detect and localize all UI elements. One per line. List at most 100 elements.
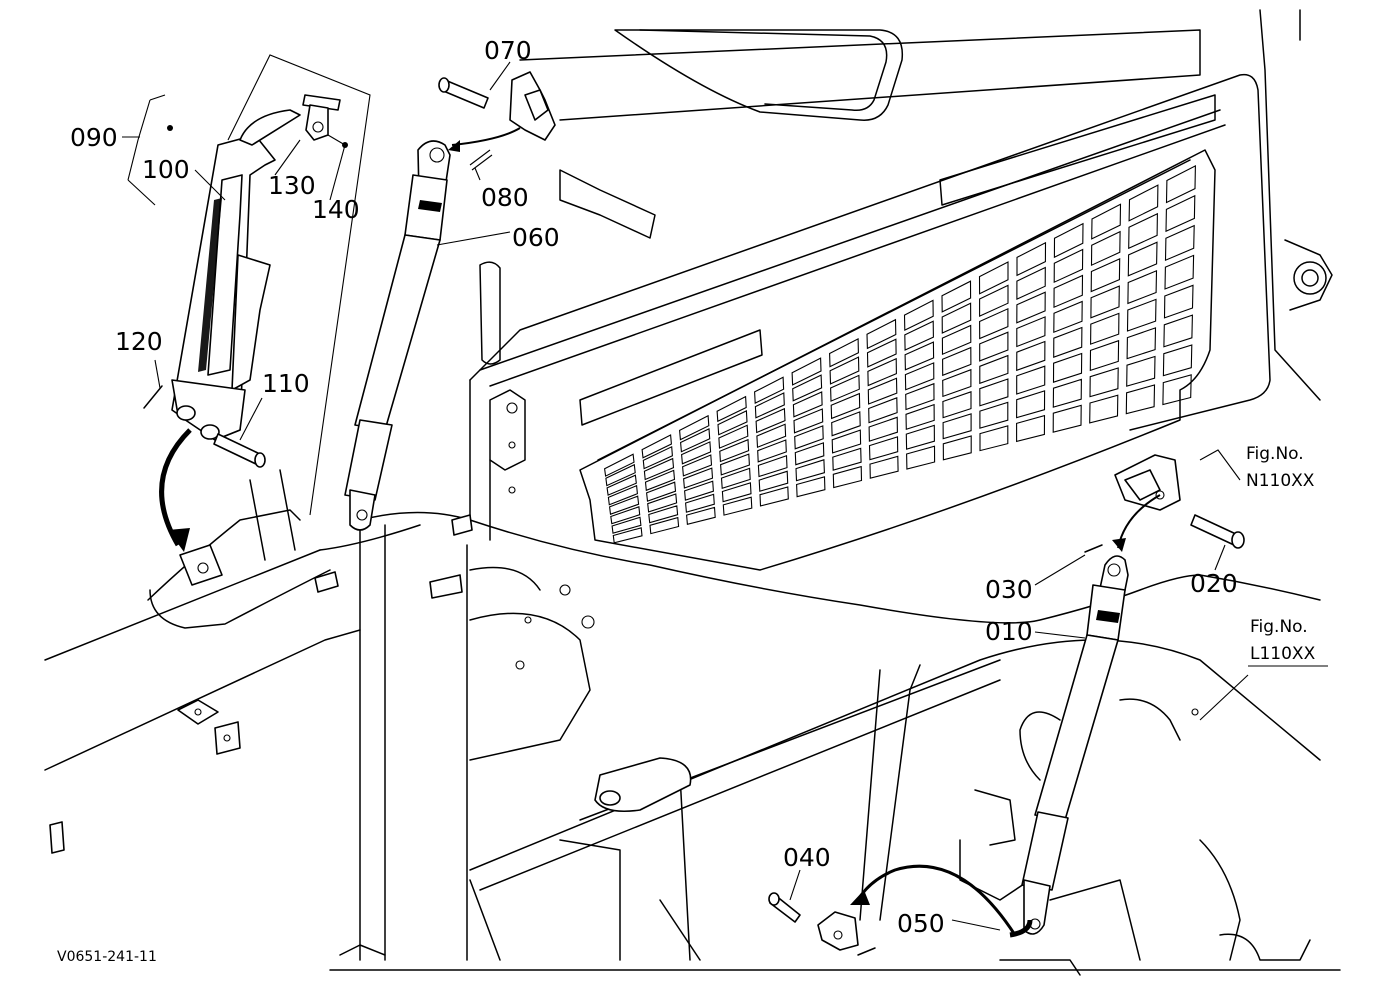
grille-cell [1016, 390, 1046, 419]
grille-cell [647, 493, 678, 513]
grille-cell [610, 506, 641, 525]
grille-cell [1126, 327, 1157, 360]
lower-frame [44, 469, 1341, 976]
grille-cell [831, 429, 862, 454]
grille-cell [1053, 326, 1083, 358]
grille-cell [1128, 212, 1158, 250]
grille-cell [942, 413, 972, 440]
rear-grille [579, 149, 1216, 571]
label-110: 110 [262, 369, 310, 398]
grille-cell [1052, 352, 1083, 383]
grille-cell [686, 506, 716, 525]
grille-cell [867, 377, 898, 405]
leader-lines [122, 61, 1249, 931]
drawing-code: V0651-241-11 [57, 949, 157, 965]
grille-cell [942, 368, 972, 398]
grille-cell [757, 454, 788, 478]
grille-cell [942, 435, 972, 461]
grille-cell [720, 467, 751, 490]
lower-lug-040 [817, 911, 876, 956]
grille-cell [1053, 248, 1084, 284]
grille-cell [868, 436, 899, 461]
grille-cell [1052, 404, 1082, 433]
grille-cell [793, 408, 824, 434]
grille-cell [759, 486, 789, 507]
gas-spring-060 [344, 140, 451, 531]
grille-cell [979, 425, 1009, 452]
grille-cell [683, 467, 714, 489]
grille-cell [604, 453, 635, 477]
grille-cell [679, 414, 710, 441]
grille-cell [643, 457, 675, 481]
grille-cell [1162, 344, 1193, 377]
grille-cell [1090, 258, 1121, 293]
grille-cell [1165, 164, 1196, 204]
fig-ref-l110-number: L110XX [1250, 644, 1316, 664]
pin-110 [213, 433, 266, 468]
label-040: 040 [783, 843, 831, 872]
label-120: 120 [115, 327, 163, 356]
grille-cell [1127, 269, 1158, 305]
fig-ref-l110-title: Fig.No. [1250, 617, 1308, 637]
grille-cell [796, 476, 826, 498]
figure-ref-l110: Fig.No. L110XX [1248, 617, 1328, 667]
grille-cell [906, 445, 936, 470]
grille-cell [1091, 203, 1122, 240]
pin-020 [1190, 514, 1245, 549]
label-070: 070 [484, 36, 532, 65]
grille-cell [720, 453, 750, 476]
grille-cell [866, 318, 897, 350]
part-labels: 090 100 130 140 120 110 070 080 060 020 … [70, 36, 1238, 938]
grille-cell [791, 357, 822, 386]
grille-cell [832, 447, 862, 471]
fig-ref-n110-title: Fig.No. [1246, 444, 1304, 464]
grille-cell [722, 496, 753, 516]
grille-cell [1016, 340, 1046, 372]
grille-cell [905, 424, 935, 450]
grille-cell [606, 474, 637, 496]
grille-cell [756, 423, 787, 448]
grille-cell [1089, 339, 1120, 372]
grille-cell [904, 362, 935, 391]
label-010: 010 [985, 617, 1033, 646]
label-090: 090 [70, 123, 118, 152]
grille-cell [754, 376, 785, 404]
grille-cell [794, 442, 825, 466]
grille-cell [1127, 241, 1158, 277]
grille-cell [867, 357, 897, 387]
grille-cell [609, 495, 640, 515]
grille-cell [681, 441, 712, 465]
grille-cell [1126, 298, 1157, 332]
grille-cell [792, 374, 823, 402]
grille-cell [941, 302, 972, 334]
grille-cell [682, 454, 713, 477]
label-130: 130 [268, 171, 316, 200]
grille-cell [717, 410, 748, 436]
grille-cell [1163, 284, 1194, 319]
grille-cell [942, 391, 972, 419]
grille-cell [641, 434, 672, 459]
grille-cell [869, 455, 899, 479]
grille-cell [1052, 378, 1082, 408]
label-080: 080 [481, 183, 529, 212]
hinge-bracket-070 [438, 71, 556, 171]
grille-cell [1053, 222, 1084, 259]
grille-cell [755, 407, 786, 434]
grille-cell [832, 465, 863, 489]
grille-cell [1128, 184, 1159, 222]
grille-cell [905, 403, 935, 431]
grille-cell [830, 392, 861, 420]
grille-cell [866, 338, 897, 368]
assembly-arrows [159, 127, 1161, 938]
grille-cell [1126, 355, 1156, 387]
grille-cell [1164, 254, 1195, 290]
fig-ref-n110-number: N110XX [1246, 471, 1315, 491]
grille-cell [1162, 374, 1192, 406]
grille-cell [1089, 367, 1119, 398]
grille-cell [795, 459, 825, 482]
grille-cell [648, 505, 679, 524]
grille-cell [903, 299, 934, 331]
grille-cell [680, 428, 711, 453]
